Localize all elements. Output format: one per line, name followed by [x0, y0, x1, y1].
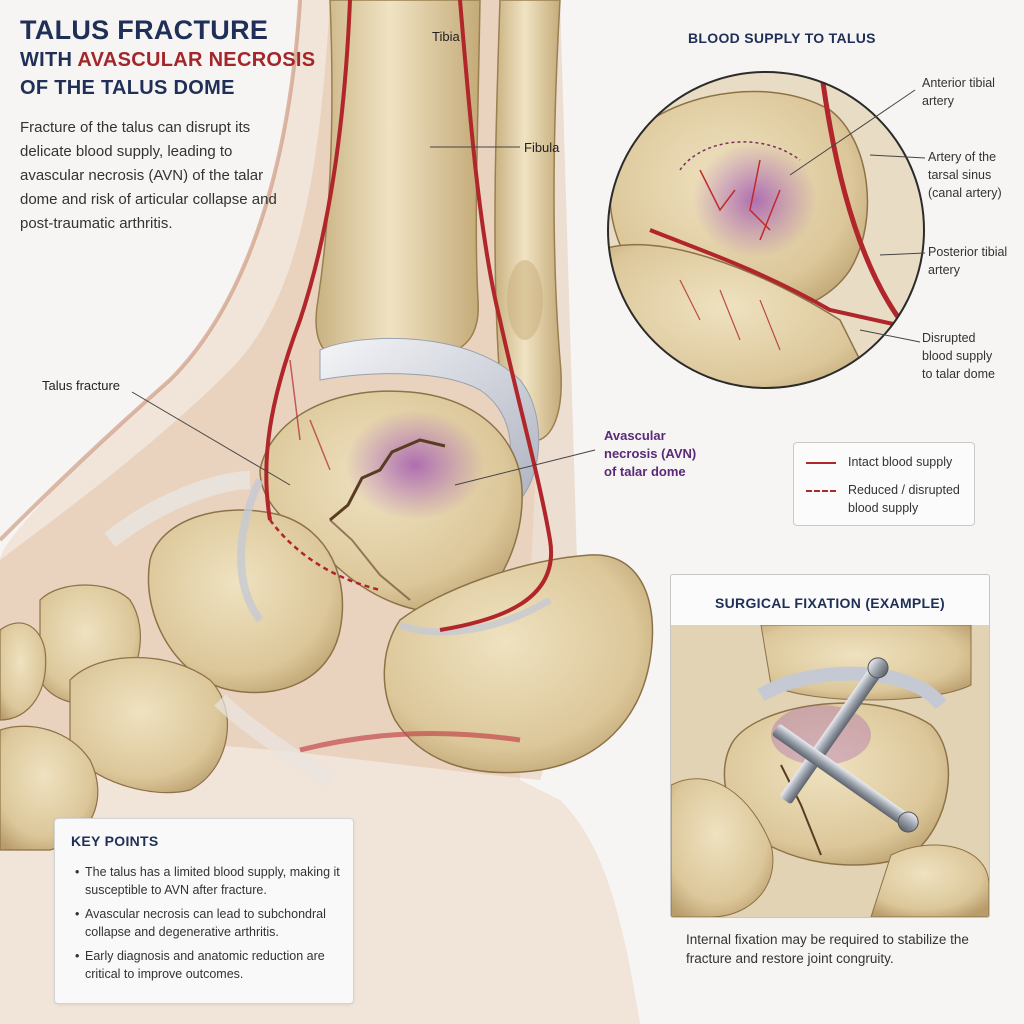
legend: Intact blood supply Reduced / disrupted …	[793, 442, 975, 526]
fracture-line	[329, 438, 446, 522]
label-posterior-line-2: artery	[928, 263, 960, 277]
label-tarsal-sinus-artery: Artery of the tarsal sinus (canal artery…	[928, 148, 1002, 202]
title-line-1: TALUS FRACTURE	[20, 15, 269, 45]
title-line-2-accent: AVASCULAR NECROSIS	[77, 49, 316, 71]
blood-supply-inset	[608, 72, 924, 388]
title-block: TALUS FRACTURE WITH AVASCULAR NECROSIS O…	[20, 14, 315, 102]
surgical-fixation-box: SURGICAL FIXATION (EXAMPLE)	[670, 574, 990, 918]
label-posterior-line-1: Posterior tibial	[928, 245, 1008, 259]
label-disrupted-line-3: to talar dome	[922, 367, 995, 381]
intro-text: Fracture of the talus can disrupt its de…	[20, 119, 277, 232]
legend-intact: Intact blood supply	[806, 453, 952, 471]
key-point-2: Avascular necrosis can lead to subchondr…	[75, 905, 345, 941]
label-posterior-tibial-artery: Posterior tibial artery	[928, 243, 1007, 279]
label-anterior-line-1: Anterior tibial	[922, 76, 995, 90]
legend-reduced-line-2: blood supply	[848, 501, 919, 515]
label-avn: Avascular necrosis (AVN) of talar dome	[604, 427, 696, 481]
label-disrupted-line-2: blood supply	[922, 349, 993, 363]
label-fibula: Fibula	[524, 140, 560, 155]
legend-intact-label: Intact blood supply	[848, 455, 953, 469]
key-points-box: KEY POINTS The talus has a limited blood…	[54, 818, 354, 1004]
title-line-2: WITH AVASCULAR NECROSIS	[20, 46, 315, 74]
label-tarsal-line-3: (canal artery)	[928, 186, 1002, 200]
label-tarsal-line-1: Artery of the	[928, 150, 997, 164]
legend-reduced-line-1: Reduced / disrupted	[848, 483, 960, 497]
label-tarsal-line-2: tarsal sinus	[928, 168, 992, 182]
surgical-caption: Internal fixation may be required to sta…	[686, 932, 969, 966]
surgical-illustration	[671, 625, 989, 917]
label-anterior-line-2: artery	[922, 94, 954, 108]
key-points-heading: KEY POINTS	[71, 833, 159, 849]
label-avn-line-2: necrosis (AVN)	[604, 446, 697, 461]
tibia-bone	[315, 0, 481, 359]
label-disrupted-supply: Disrupted blood supply to talar dome	[922, 329, 995, 383]
anterior-artery	[264, 0, 352, 521]
title-line-3: OF THE TALUS DOME	[20, 77, 235, 99]
legend-solid-swatch	[806, 462, 836, 464]
posterior-artery	[439, 0, 554, 632]
label-avn-line-1: Avascular	[604, 428, 666, 443]
title-line-2-prefix: WITH	[20, 49, 78, 71]
label-disrupted-line-1: Disrupted	[922, 331, 976, 345]
key-points-list: The talus has a limited blood supply, ma…	[63, 863, 345, 989]
calcaneus-bone	[383, 554, 654, 774]
label-anterior-tibial-artery: Anterior tibial artery	[922, 74, 995, 110]
necrosis-area	[345, 410, 485, 520]
legend-dashed-swatch	[806, 490, 836, 492]
key-point-3: Early diagnosis and anatomic reduction a…	[75, 947, 345, 983]
blood-supply-heading: BLOOD SUPPLY TO TALUS	[688, 30, 876, 46]
label-avn-line-3: of talar dome	[604, 464, 686, 479]
screw-2	[772, 724, 919, 833]
surgical-heading: SURGICAL FIXATION (EXAMPLE)	[714, 595, 946, 611]
label-talus-fracture: Talus fracture	[42, 378, 121, 393]
legend-reduced: Reduced / disrupted blood supply	[806, 481, 960, 517]
screw-1	[780, 657, 889, 804]
label-tibia: Tibia	[432, 29, 460, 44]
key-point-1: The talus has a limited blood supply, ma…	[75, 863, 345, 899]
